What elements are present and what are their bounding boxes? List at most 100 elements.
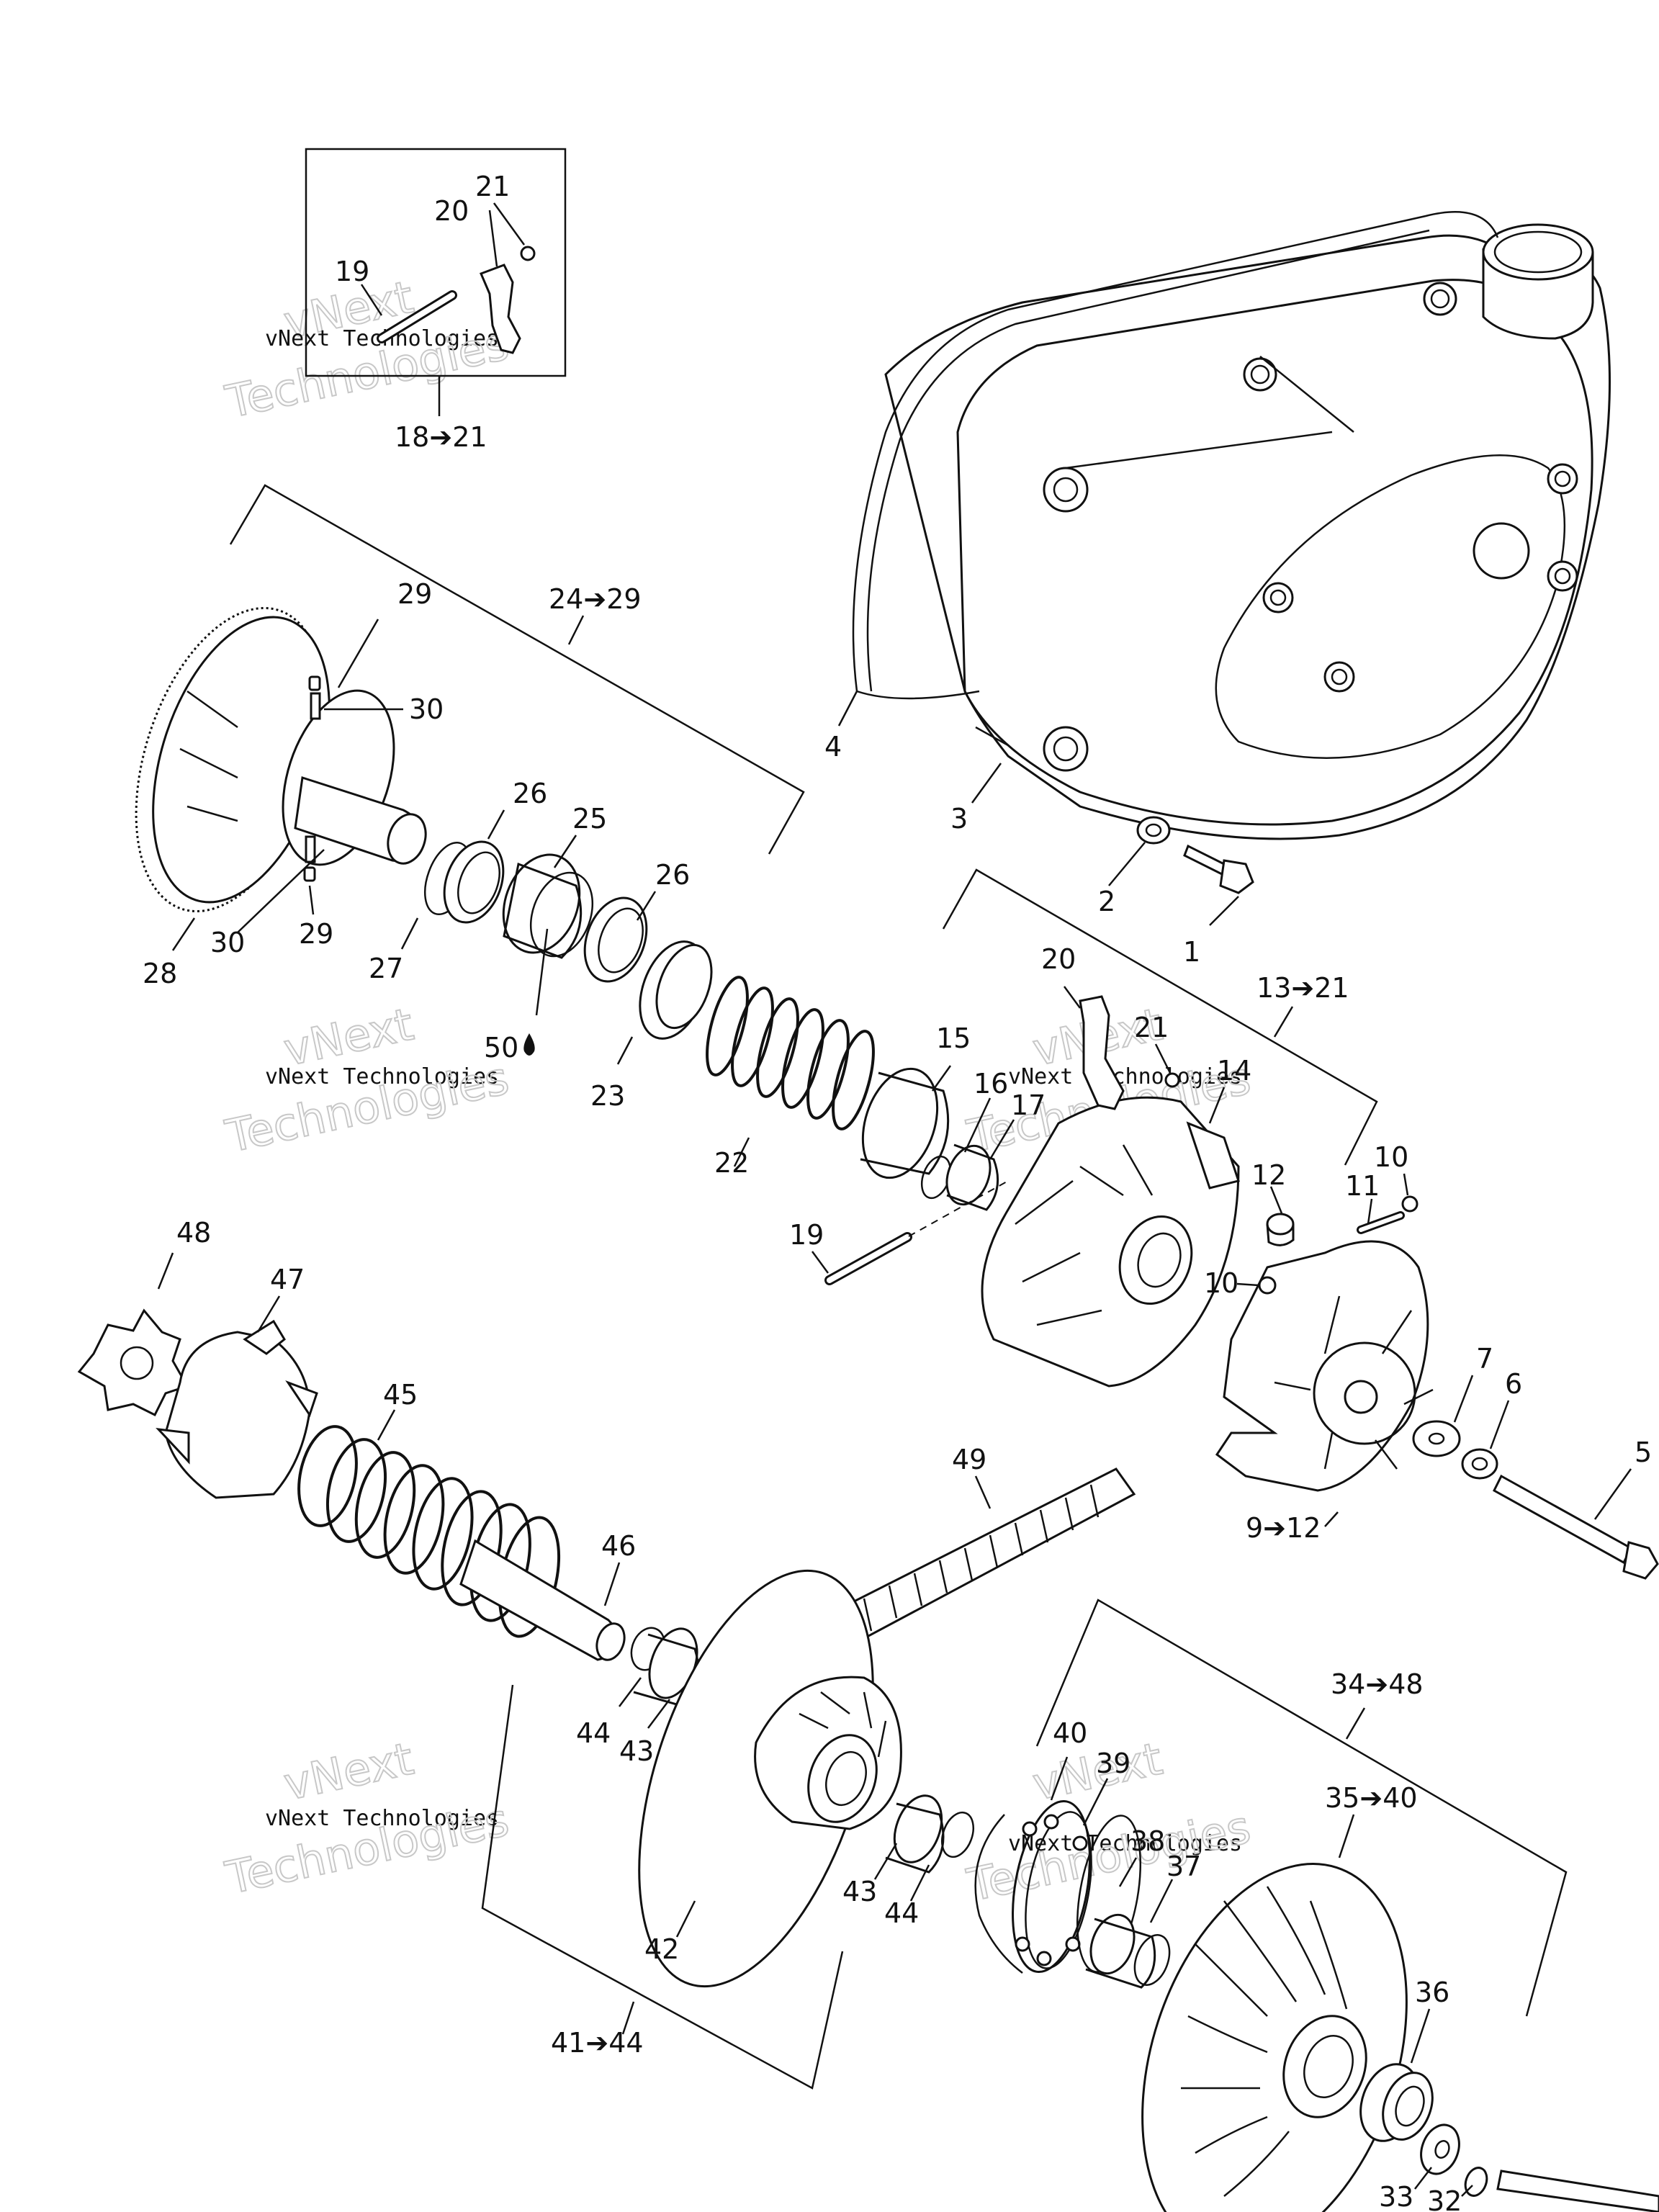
bracket-41-44 [481, 1684, 844, 2090]
ramp-47 [156, 1319, 318, 1499]
bolt-1 [1183, 844, 1254, 894]
cover-3 [884, 223, 1611, 840]
label-44-lower: 44 [884, 1897, 919, 1929]
washer-10 [1258, 1276, 1277, 1295]
arm-20-inset [480, 264, 521, 354]
seal-26-left [443, 840, 505, 924]
svg-text:Technologies: Technologies [963, 1800, 1255, 1911]
label-1: 1 [1183, 936, 1200, 968]
bushing-25 [502, 853, 594, 959]
svg-text:vNext: vNext [279, 1732, 418, 1811]
label-34-48: 34➔48 [1331, 1668, 1424, 1700]
label-16: 16 [974, 1068, 1008, 1100]
washer-7 [1412, 1420, 1461, 1457]
label-43-upper: 43 [619, 1735, 654, 1767]
bracket-24-29 [229, 484, 805, 855]
label-23: 23 [590, 1080, 625, 1112]
label-35-40: 35➔40 [1325, 1782, 1418, 1814]
label-5: 5 [1635, 1437, 1652, 1468]
gasket-4 [852, 211, 1499, 700]
label-26-right: 26 [655, 859, 690, 891]
grease-drop-icon [523, 1033, 535, 1056]
bracket-13-21 [942, 868, 1378, 1166]
svg-text:vNext Technologies: vNext Technologies [1008, 1064, 1242, 1089]
label-14: 14 [1217, 1055, 1251, 1087]
label-38: 38 [1130, 1825, 1165, 1857]
washer-33 [1420, 2123, 1460, 2175]
label-3: 3 [950, 803, 968, 835]
label-44-upper: 44 [576, 1717, 611, 1749]
label-33: 33 [1379, 2181, 1413, 2212]
label-47: 47 [270, 1264, 305, 1295]
label-9-12: 9➔12 [1246, 1512, 1321, 1544]
spring-45 [297, 1425, 561, 1638]
bolt-5 [1493, 1474, 1659, 1580]
seal-26-right [583, 896, 648, 983]
fixed-sheave-42 [638, 1569, 902, 1988]
label-18-21: 18➔21 [395, 421, 487, 453]
label-40: 40 [1053, 1717, 1087, 1749]
label-26-left: 26 [513, 778, 547, 809]
svg-text:vNext Technologies: vNext Technologies [265, 1064, 499, 1089]
label-49: 49 [952, 1444, 986, 1475]
svg-text:vNext Technologies: vNext Technologies [265, 1806, 499, 1831]
bearing-36 [1359, 2063, 1434, 2142]
washer-6 [1461, 1448, 1498, 1480]
bracket-34-48 [1035, 1599, 1568, 2017]
label-25: 25 [572, 803, 607, 835]
label-20-inset: 20 [434, 195, 469, 227]
label-46: 46 [601, 1530, 636, 1562]
label-30-top: 30 [409, 693, 444, 725]
label-41-44: 41➔44 [551, 2027, 644, 2059]
label-22: 22 [714, 1147, 749, 1179]
label-7: 7 [1476, 1343, 1493, 1375]
label-19: 19 [789, 1219, 824, 1251]
label-28: 28 [143, 958, 177, 989]
label-15: 15 [936, 1022, 971, 1054]
label-24-29: 24➔29 [549, 583, 642, 615]
label-30-bottom: 30 [210, 927, 245, 958]
bushing-16-17 [920, 1143, 999, 1211]
label-2: 2 [1098, 886, 1115, 917]
spring-22 [706, 976, 875, 1130]
bolt-32 [1464, 2167, 1659, 2212]
label-10-bottom: 10 [1204, 1267, 1238, 1299]
ring-40 [974, 1814, 1023, 1974]
label-43-lower: 43 [842, 1876, 877, 1907]
spider-9-12 [1215, 1240, 1434, 1492]
label-27: 27 [369, 953, 403, 984]
roller-assembly-39 [1012, 1800, 1092, 1973]
cam-48 [77, 1308, 189, 1417]
arm-20 [1079, 995, 1180, 1110]
fixed-sheave-28 [135, 606, 427, 913]
label-17: 17 [1011, 1089, 1046, 1121]
label-48: 48 [176, 1217, 211, 1249]
pin-19-inset [377, 290, 457, 343]
label-36: 36 [1415, 1977, 1449, 2008]
label-12: 12 [1251, 1159, 1286, 1191]
nut-21-inset [520, 246, 536, 261]
label-6: 6 [1505, 1368, 1522, 1400]
label-10-top: 10 [1374, 1141, 1408, 1173]
watermark-bottom-left: vNext vNext Technologies Technologies [220, 1732, 514, 1905]
movable-sheave-14 [981, 1096, 1240, 1388]
slider-30-top [308, 675, 321, 720]
label-4: 4 [824, 731, 842, 763]
label-37: 37 [1166, 1851, 1201, 1882]
label-45: 45 [383, 1379, 418, 1411]
label-39: 39 [1096, 1748, 1130, 1779]
pin-11 [1357, 1195, 1419, 1234]
label-50: 50 [484, 1032, 518, 1064]
pin-19 [824, 1180, 1009, 1285]
label-42: 42 [644, 1933, 679, 1965]
label-21: 21 [1134, 1012, 1169, 1043]
watermark-mid-left: vNext vNext Technologies Technologies [220, 997, 514, 1164]
label-13-21: 13➔21 [1256, 972, 1349, 1004]
washer-2 [1136, 816, 1171, 845]
inset-box-18-21 [305, 148, 567, 416]
cup-23 [639, 940, 713, 1040]
label-29-bottom: 29 [299, 918, 333, 950]
shaft-46 [459, 1539, 626, 1661]
label-11: 11 [1345, 1170, 1380, 1202]
